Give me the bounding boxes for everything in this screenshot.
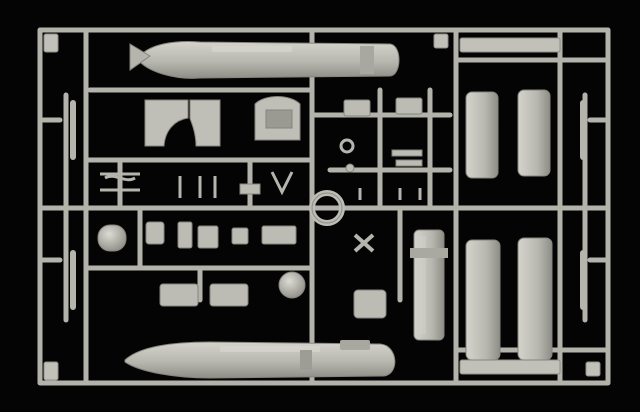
small-parts-left [97, 171, 387, 319]
right-tube-parts [465, 89, 553, 361]
corner-tabs [43, 33, 601, 381]
small-parts-top [339, 97, 423, 200]
long-vertical-part [410, 229, 448, 341]
hatch-parts [144, 96, 301, 147]
lower-hull-part [124, 340, 396, 379]
side-gates [70, 100, 586, 310]
center-ring [309, 190, 345, 226]
upper-hull-part [129, 41, 400, 79]
